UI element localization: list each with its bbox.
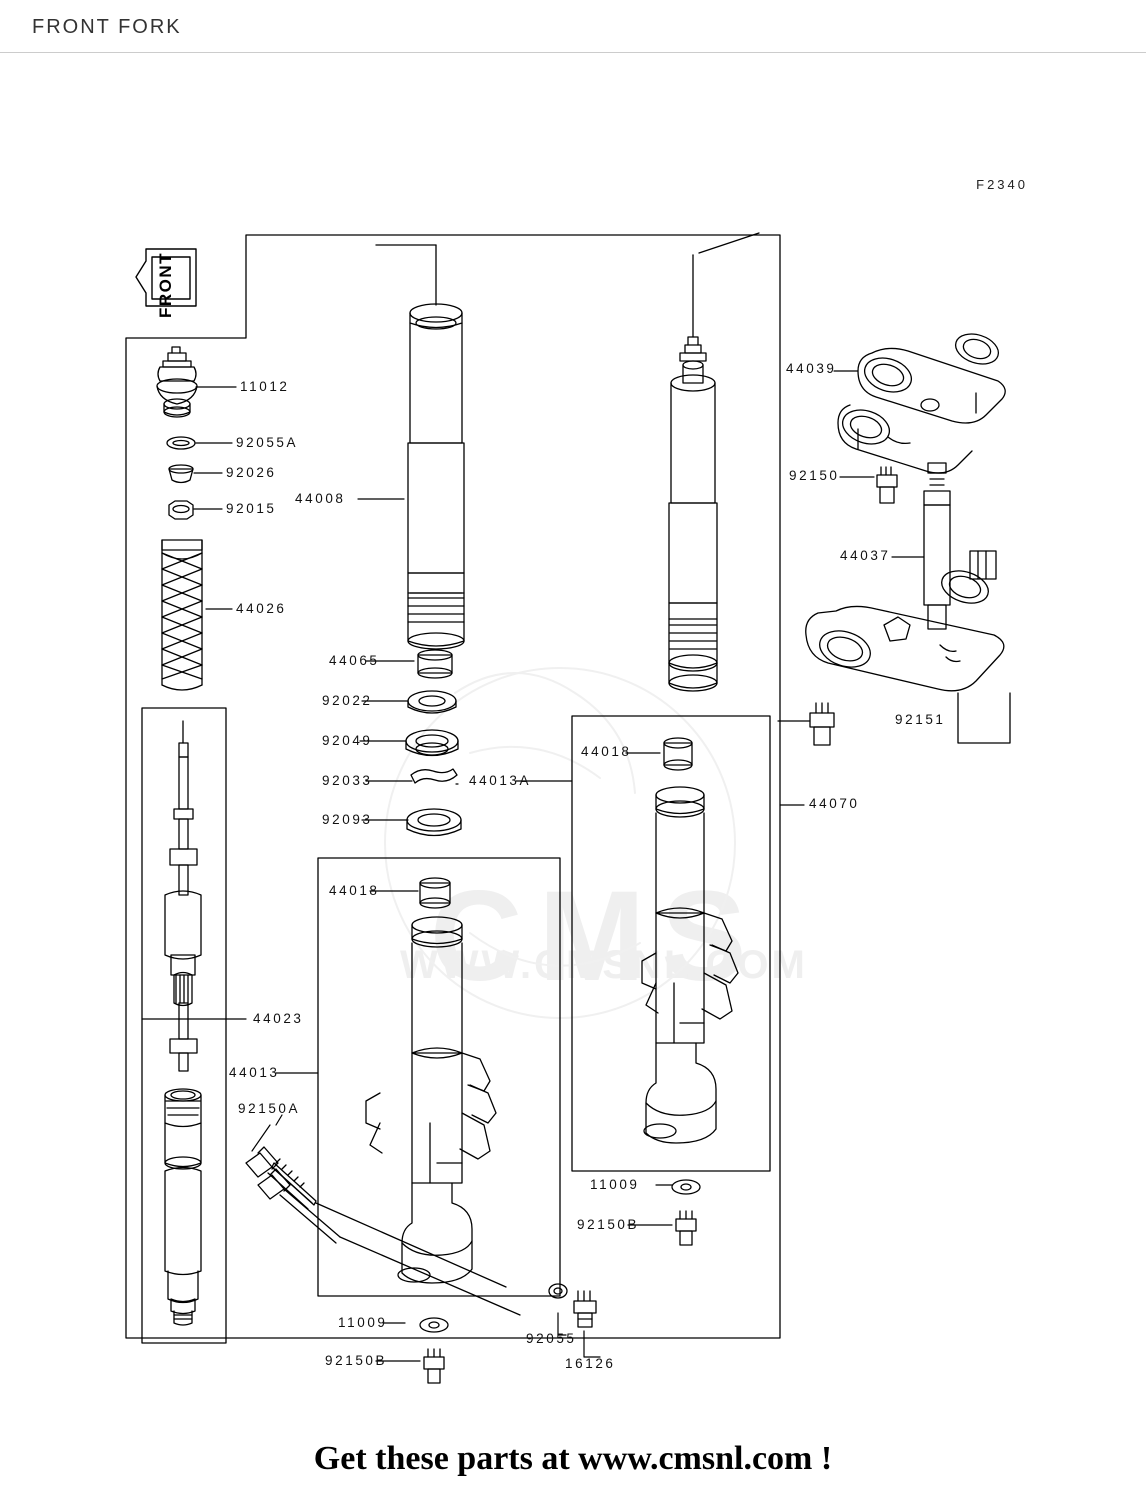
callout-44018-upper: 44018 (581, 744, 632, 759)
callout-44023: 44023 (253, 1011, 304, 1026)
callout-92055: 92055 (526, 1331, 577, 1346)
callout-92150: 92150 (789, 468, 840, 483)
callout-44039: 44039 (786, 361, 837, 376)
footer-promo: Get these parts at www.cmsnl.com ! (313, 1440, 833, 1477)
callout-44070: 44070 (809, 796, 860, 811)
sheet-code: F2340 (976, 177, 1028, 192)
page-title: FRONT FORK (32, 16, 182, 38)
callout-92150B-lower: 92150B (325, 1353, 388, 1368)
parts-diagram: CMS WWW.CMSNL.COM FRONT (0, 53, 1146, 1433)
callout-44013A: 44013A (469, 773, 532, 788)
callout-92151: 92151 (895, 712, 946, 727)
callout-11009-lower: 11009 (338, 1315, 388, 1330)
callout-44065: 44065 (329, 653, 380, 668)
callout-44013: 44013 (229, 1065, 280, 1080)
callout-44037: 44037 (840, 548, 891, 563)
callout-92022: 92022 (322, 693, 373, 708)
diagram-artwork: FRONT (125, 232, 1011, 1384)
callout-92033: 92033 (322, 773, 373, 788)
callout-44008: 44008 (295, 491, 346, 506)
callout-92015: 92015 (226, 501, 277, 516)
callout-44018-lower: 44018 (329, 883, 380, 898)
svg-text:FRONT: FRONT (156, 252, 175, 318)
callout-11009-right: 11009 (590, 1177, 640, 1192)
callout-11012: 11012 (240, 379, 290, 394)
callout-92150B-right: 92150B (577, 1217, 640, 1232)
header-divider (0, 52, 1146, 53)
callout-92049: 92049 (322, 733, 373, 748)
callout-92026: 92026 (226, 465, 277, 480)
callout-92055A: 92055A (236, 435, 299, 450)
callout-16126: 16126 (565, 1356, 616, 1371)
callout-92150A: 92150A (238, 1101, 301, 1116)
callout-44026: 44026 (236, 601, 287, 616)
callout-92093: 92093 (322, 812, 373, 827)
